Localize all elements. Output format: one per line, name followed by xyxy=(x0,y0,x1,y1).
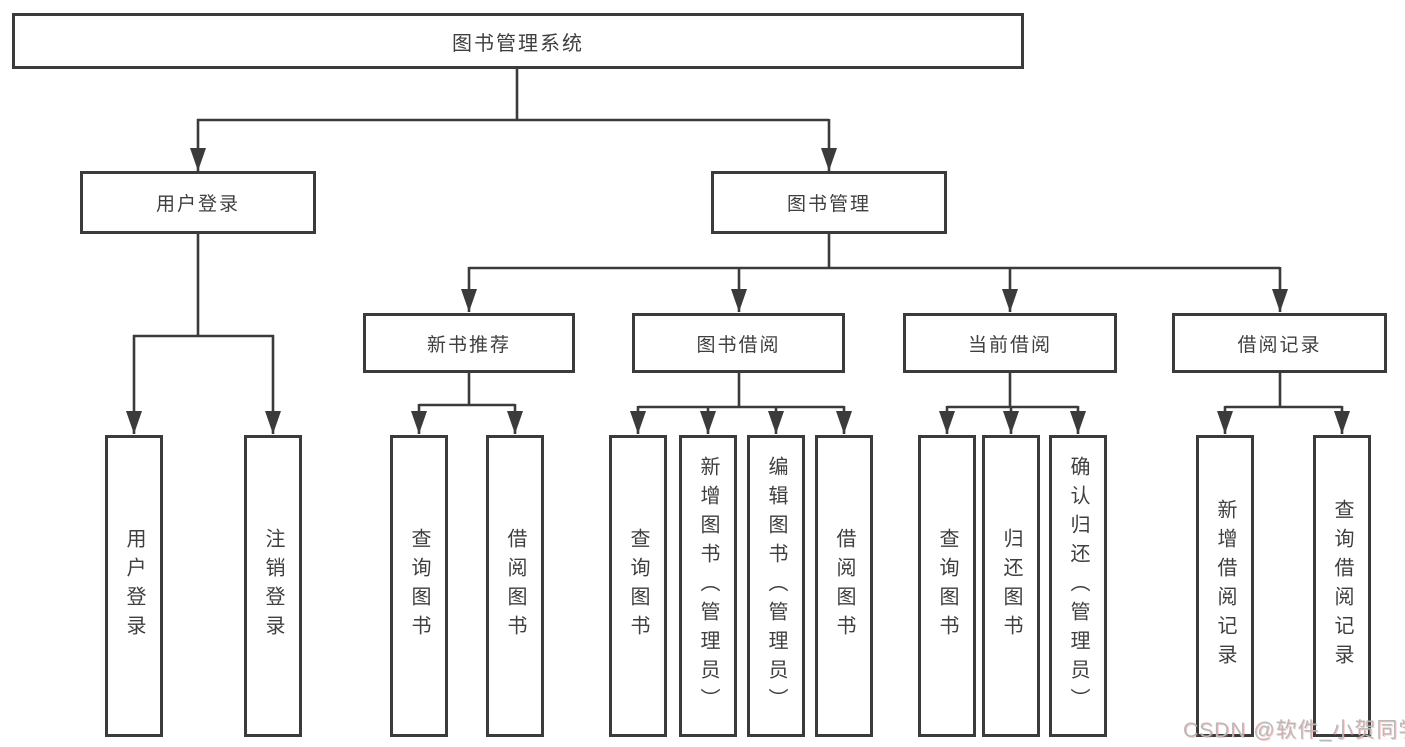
leaf-query-borrow-record: 查询借阅记录 xyxy=(1313,435,1371,737)
node-label: 借阅记录 xyxy=(1237,334,1322,356)
node-label: 新书推荐 xyxy=(426,334,511,356)
node-label: 查询图书 xyxy=(627,528,649,644)
leaf-borrow-book-1: 借阅图书 xyxy=(486,435,544,737)
leaf-edit-book-admin: 编辑图书（管理员） xyxy=(747,435,805,737)
leaf-confirm-return-admin: 确认归还（管理员） xyxy=(1049,435,1107,737)
node-label: 当前借阅 xyxy=(967,334,1052,356)
node-label: 归还图书 xyxy=(1000,528,1022,644)
node-book-borrow: 图书借阅 xyxy=(632,313,845,373)
node-new-book-recommend: 新书推荐 xyxy=(363,313,575,373)
leaf-logout: 注销登录 xyxy=(244,435,302,737)
node-label: 新增图书（管理员） xyxy=(697,455,719,717)
csdn-watermark: CSDN @软件_小贺同学 xyxy=(1183,719,1405,742)
node-label: 注销登录 xyxy=(262,528,284,644)
node-label: 编辑图书（管理员） xyxy=(765,455,787,717)
node-book-management: 图书管理 xyxy=(711,171,947,234)
node-label: 查询图书 xyxy=(408,528,430,644)
node-label: 图书管理 xyxy=(786,194,871,215)
node-label: 确认归还（管理员） xyxy=(1067,455,1089,717)
leaf-return-book: 归还图书 xyxy=(982,435,1040,737)
leaf-query-book-2: 查询图书 xyxy=(609,435,667,737)
leaf-user-login: 用户登录 xyxy=(105,435,163,737)
leaf-borrow-book-2: 借阅图书 xyxy=(815,435,873,737)
node-label: 查询借阅记录 xyxy=(1331,499,1353,673)
node-label: 用户登录 xyxy=(123,528,145,644)
leaf-add-borrow-record: 新增借阅记录 xyxy=(1196,435,1254,737)
node-label: 用户登录 xyxy=(155,194,240,215)
node-label: 图书管理系统 xyxy=(452,32,584,55)
leaf-query-book-3: 查询图书 xyxy=(918,435,976,737)
node-label: 借阅图书 xyxy=(504,528,526,644)
node-label: 图书借阅 xyxy=(696,334,781,356)
node-current-borrow: 当前借阅 xyxy=(903,313,1117,373)
node-borrow-records: 借阅记录 xyxy=(1172,313,1387,373)
node-label: 新增借阅记录 xyxy=(1214,499,1236,673)
leaf-query-book-1: 查询图书 xyxy=(390,435,448,737)
node-label: 借阅图书 xyxy=(833,528,855,644)
node-user-login: 用户登录 xyxy=(80,171,316,234)
leaf-add-book-admin: 新增图书（管理员） xyxy=(679,435,737,737)
node-library-management-system: 图书管理系统 xyxy=(12,13,1024,69)
node-label: 查询图书 xyxy=(936,528,958,644)
